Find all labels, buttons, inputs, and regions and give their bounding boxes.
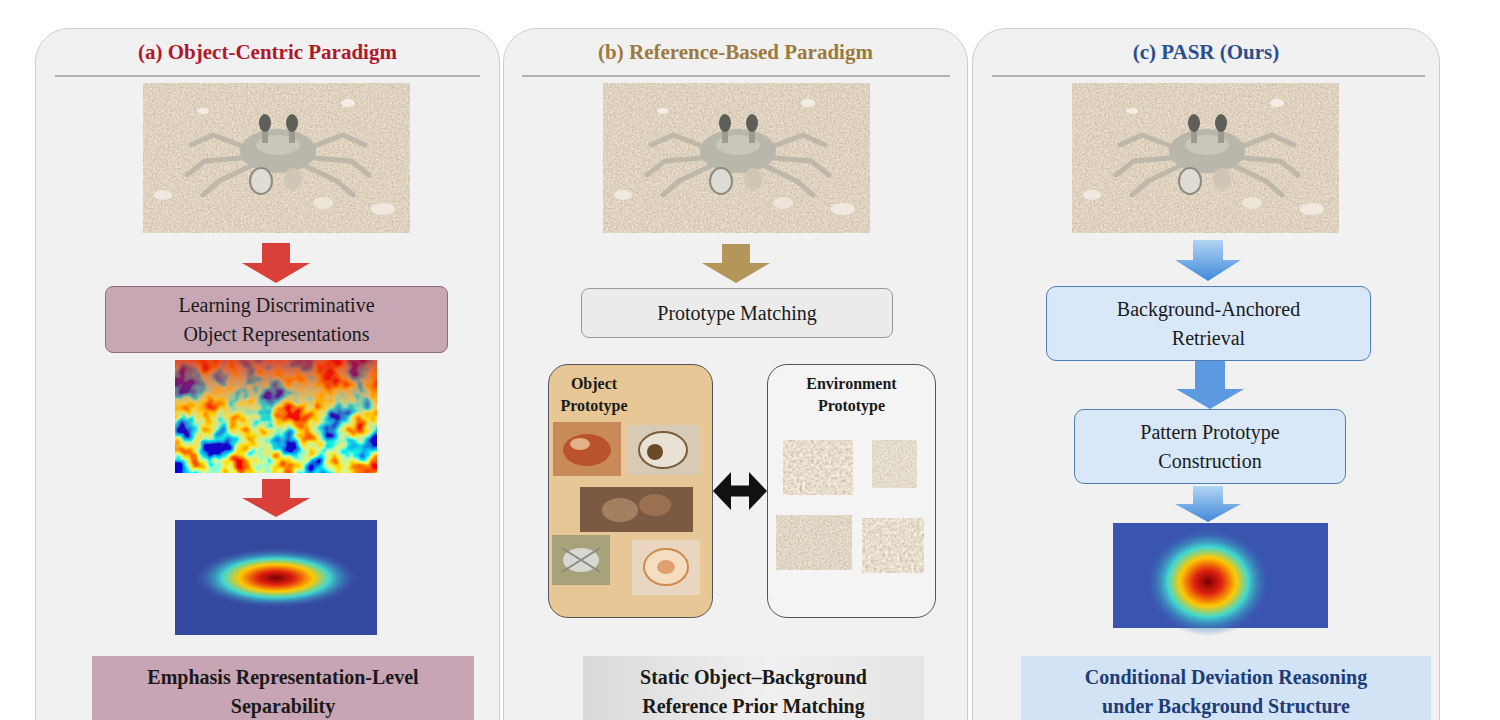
summary-band: Emphasis Representation-Level Separabili… xyxy=(92,656,474,720)
connector-arrow xyxy=(731,486,749,497)
prototype-box: Environment Prototype xyxy=(767,364,936,618)
box-label: Emphasis Representation-Level Separabili… xyxy=(102,663,464,720)
connector-arrow xyxy=(1195,361,1225,389)
panel-title: (a) Object-Centric Paradigm xyxy=(36,40,499,65)
process-box: Prototype Matching xyxy=(581,288,893,338)
box-label: Object Prototype xyxy=(549,373,639,417)
process-box: Learning Discriminative Object Represent… xyxy=(105,286,448,353)
paradigm-panel: (c) PASR (Ours) Background-Anchored Retri… xyxy=(972,28,1440,720)
box-label: Pattern Prototype Construction xyxy=(1115,418,1305,476)
summary-band: Conditional Deviation Reasoning under Ba… xyxy=(1021,656,1431,720)
prototype-box: Object Prototype xyxy=(548,364,713,618)
box-label: Static Object–Background Reference Prior… xyxy=(613,663,894,720)
box-label: Conditional Deviation Reasoning under Ba… xyxy=(1071,663,1381,720)
process-box: Background-Anchored Retrieval xyxy=(1046,286,1371,361)
paradigm-panel: (b) Reference-Based ParadigmPrototype Ma… xyxy=(503,28,968,720)
box-label: Learning Discriminative Object Represent… xyxy=(166,291,387,349)
box-label: Prototype Matching xyxy=(657,299,816,328)
box-label: Background-Anchored Retrieval xyxy=(1087,295,1330,353)
box-label: Environment Prototype xyxy=(789,373,914,417)
panel-title: (b) Reference-Based Paradigm xyxy=(504,40,967,65)
process-box: Pattern Prototype Construction xyxy=(1074,409,1346,484)
paradigm-panel: (a) Object-Centric ParadigmLearning Disc… xyxy=(35,28,500,720)
panel-title: (c) PASR (Ours) xyxy=(973,40,1439,65)
summary-band: Static Object–Background Reference Prior… xyxy=(583,656,924,720)
